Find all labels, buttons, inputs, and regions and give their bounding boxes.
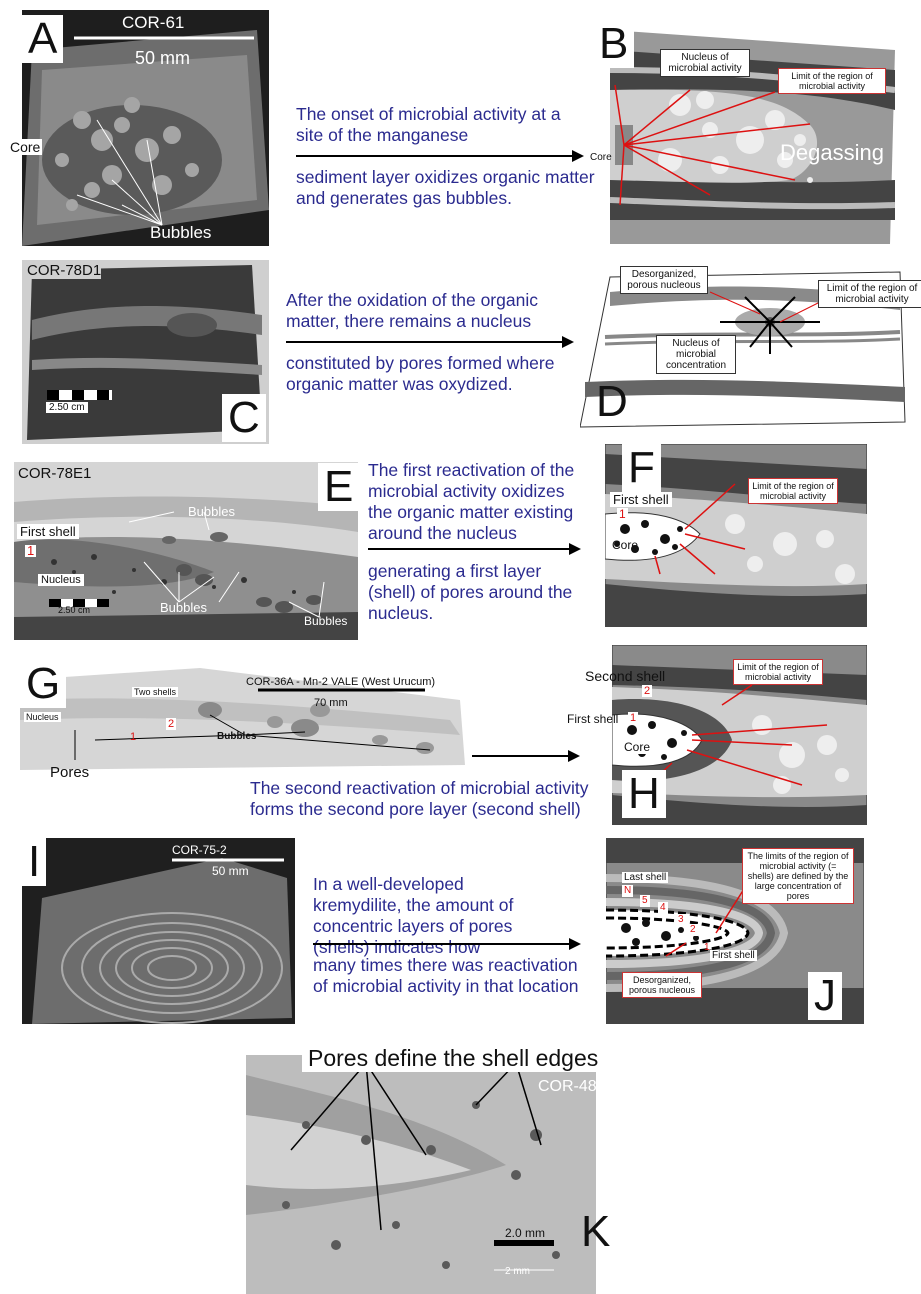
panel-e-nucleus: Nucleus [38, 574, 84, 586]
panel-j-five: 5 [640, 895, 650, 907]
text-2a: After the oxidation of the organic matte… [286, 290, 556, 332]
panel-h-limit: Limit of the region of microbial activit… [733, 659, 823, 685]
panel-k-letter: K [575, 1208, 616, 1256]
panel-b-core: Core [590, 152, 612, 163]
panel-j-last-shell: Last shell [622, 872, 668, 883]
panel-i-sample: COR-75-2 [172, 843, 227, 857]
panel-b-diagram [610, 30, 895, 244]
text-2b: constituted by pores formed where organi… [286, 353, 576, 395]
arrow-4 [472, 750, 582, 762]
text-1a: The onset of microbial activity at a sit… [296, 104, 566, 146]
panel-j-three: 3 [676, 914, 686, 926]
panel-i-letter: I [22, 838, 46, 886]
panel-j-four: 4 [658, 902, 668, 914]
text-3a: The first reactivation of the microbial … [368, 460, 593, 544]
panel-i-drawing [22, 838, 295, 1024]
panel-g-pores: Pores [50, 764, 89, 781]
panel-g-two: 2 [166, 718, 176, 730]
panel-h-second-shell: Second shell [585, 668, 665, 684]
panel-g-scale: 70 mm [314, 697, 348, 709]
panel-h-two: 2 [642, 685, 652, 697]
panel-e-first-shell: First shell [17, 524, 79, 539]
panel-c-scale: 2.50 cm [46, 402, 88, 413]
panel-d-nucleus: Nucleus of microbial concentration [656, 335, 736, 374]
panel-d-desorganized: Desorganized, porous nucleous [620, 266, 708, 294]
panel-f-limit: Limit of the region of microbial activit… [748, 478, 838, 504]
panel-i-photo [22, 838, 295, 1024]
panel-i-scale: 50 mm [212, 864, 249, 878]
text-3b: generating a first layer (shell) of pore… [368, 561, 593, 624]
panel-g-one: 1 [128, 731, 138, 743]
panel-f-core: Core [612, 538, 638, 552]
panel-g-sample: COR-36A - Mn-2 VALE (West Urucum) [246, 676, 435, 688]
panel-a-bubbles: Bubbles [150, 223, 211, 243]
panel-e-one: 1 [25, 545, 36, 557]
panel-j-first-shell: First shell [710, 950, 757, 961]
panel-a-scale: 50 mm [135, 48, 190, 69]
text-5b: many times there was reactivation of mic… [313, 955, 593, 997]
panel-j-n: N [622, 885, 633, 897]
panel-k-title: Pores define the shell edges [302, 1045, 604, 1072]
panel-c-sample: COR-78D1 [27, 262, 101, 279]
panel-a-core: Core [8, 139, 42, 155]
arrow-1 [296, 150, 586, 162]
arrow-5 [313, 938, 583, 950]
arrow-3 [368, 543, 583, 555]
panel-j-limits: The limits of the region of microbial ac… [742, 848, 854, 904]
panel-h-letter: H [622, 770, 666, 818]
panel-j-two: 2 [688, 924, 698, 936]
text-1b: sediment layer oxidizes organic matter a… [296, 167, 596, 209]
panel-e-bubbles2: Bubbles [160, 600, 207, 615]
panel-e-bubbles3: Bubbles [304, 614, 347, 628]
panel-b-letter: B [593, 20, 634, 68]
panel-b-limit: Limit of the region of microbial activit… [778, 68, 886, 94]
text-4: The second reactivation of microbial act… [250, 778, 600, 820]
panel-h-first-shell: First shell [567, 712, 618, 726]
panel-g-letter: G [20, 660, 66, 708]
panel-d-limit: Limit of the region of microbial activit… [818, 280, 921, 308]
panel-b-drawing [610, 30, 895, 244]
panel-e-sample: COR-78E1 [18, 465, 91, 482]
panel-e-scale: 2.50 cm [58, 605, 90, 615]
panel-b-degassing: Degassing [780, 140, 884, 166]
arrow-2 [286, 336, 576, 348]
panel-j-letter: J [808, 972, 842, 1020]
panel-g-bubbles: Bubbles [217, 731, 256, 742]
panel-h-core: Core [622, 740, 652, 754]
panel-g-two-shells: Two shells [132, 687, 178, 697]
panel-j-desorganized: Desorganized, porous nucleous [622, 972, 702, 998]
panel-f-first-shell: First shell [610, 492, 672, 507]
panel-b-nucleus: Nucleus of microbial activity [660, 49, 750, 77]
panel-e-letter: E [318, 463, 359, 511]
panel-a-letter: A [22, 15, 63, 63]
panel-e-bubbles1: Bubbles [188, 504, 235, 519]
panel-k-scale: 2.0 mm [505, 1226, 545, 1240]
panel-d-letter: D [590, 378, 634, 426]
panel-f-letter: F [622, 444, 661, 492]
panel-h-one: 1 [628, 712, 638, 724]
panel-g-nucleus: Nucleus [24, 712, 61, 722]
panel-k-scale2: 2 mm [505, 1266, 530, 1277]
panel-c-letter: C [222, 394, 266, 442]
panel-k-sample: COR-48C [538, 1078, 608, 1096]
panel-a-sample: COR-61 [122, 13, 184, 33]
panel-f-one: 1 [617, 508, 628, 520]
